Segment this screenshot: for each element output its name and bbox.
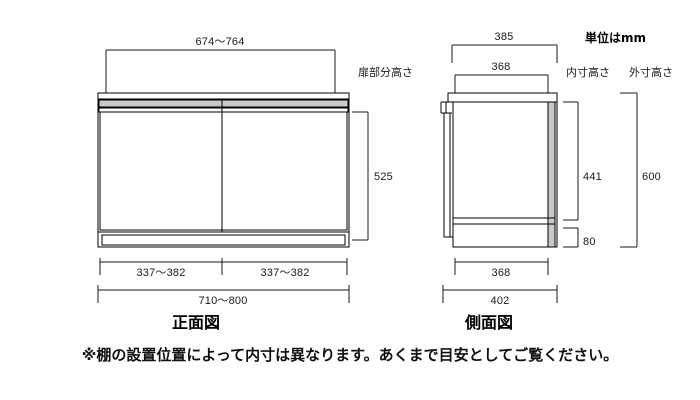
- side-inner-height-dimension: [563, 101, 579, 221]
- side-cabinet-body: [440, 92, 558, 248]
- side-inner-depth-top-dimension: [454, 74, 549, 93]
- footnote-text: ※棚の設置位置によって内寸は異なります。あくまで目安としてご覧ください。: [82, 346, 618, 364]
- front-plinth-inner: [101, 234, 346, 246]
- side-inner-depth-bottom-label: 368: [492, 267, 511, 279]
- side-overall-depth-dimension: [442, 285, 558, 303]
- front-top-lower-strip: [98, 107, 349, 113]
- front-top-width-label: 674〜764: [195, 36, 244, 48]
- side-top-depth-dimension: [451, 44, 558, 63]
- front-overall-width-label: 710〜800: [198, 295, 247, 307]
- side-base-height-label: 80: [583, 236, 596, 248]
- front-door-height-annotation: 扉部分高さ: [358, 65, 413, 79]
- outer-height-annotation: 外寸高さ: [629, 65, 673, 79]
- front-door-right: [221, 111, 348, 231]
- front-door-height-label: 525: [374, 171, 393, 183]
- front-view-group: [97, 49, 369, 303]
- side-view-title: 側面図: [464, 313, 513, 332]
- front-top-width-dimension: [105, 49, 336, 100]
- side-back-panel: [547, 101, 556, 248]
- side-carcass-outline: [452, 101, 558, 248]
- front-door-left-width-label: 337〜382: [136, 267, 185, 279]
- side-view-group: [440, 44, 638, 303]
- front-top-gray-band: [98, 99, 349, 108]
- side-inner-depth-top-label: 368: [492, 61, 511, 73]
- side-inner-depth-bottom-dimension: [454, 258, 549, 275]
- side-top-depth-label: 385: [495, 31, 514, 43]
- front-cabinet-body: [97, 92, 350, 248]
- inner-height-annotation: 内寸高さ: [566, 65, 610, 79]
- front-door-height-dimension: [352, 111, 369, 241]
- front-top-rail: [97, 92, 350, 100]
- side-outer-height-dimension: [620, 92, 638, 248]
- side-base-height-dimension: [563, 227, 579, 248]
- side-top-board: [447, 92, 558, 103]
- front-overall-width-dimension: [97, 285, 350, 303]
- side-outer-height-label: 600: [642, 171, 661, 183]
- front-door-left: [99, 111, 223, 231]
- side-inner-height-label: 441: [583, 171, 602, 183]
- side-overall-depth-label: 402: [491, 295, 510, 307]
- front-view-title: 正面図: [172, 313, 220, 332]
- unit-note: 単位はmm: [585, 30, 646, 45]
- front-door-width-dimensions: [99, 258, 348, 275]
- front-door-right-width-label: 337〜382: [260, 267, 309, 279]
